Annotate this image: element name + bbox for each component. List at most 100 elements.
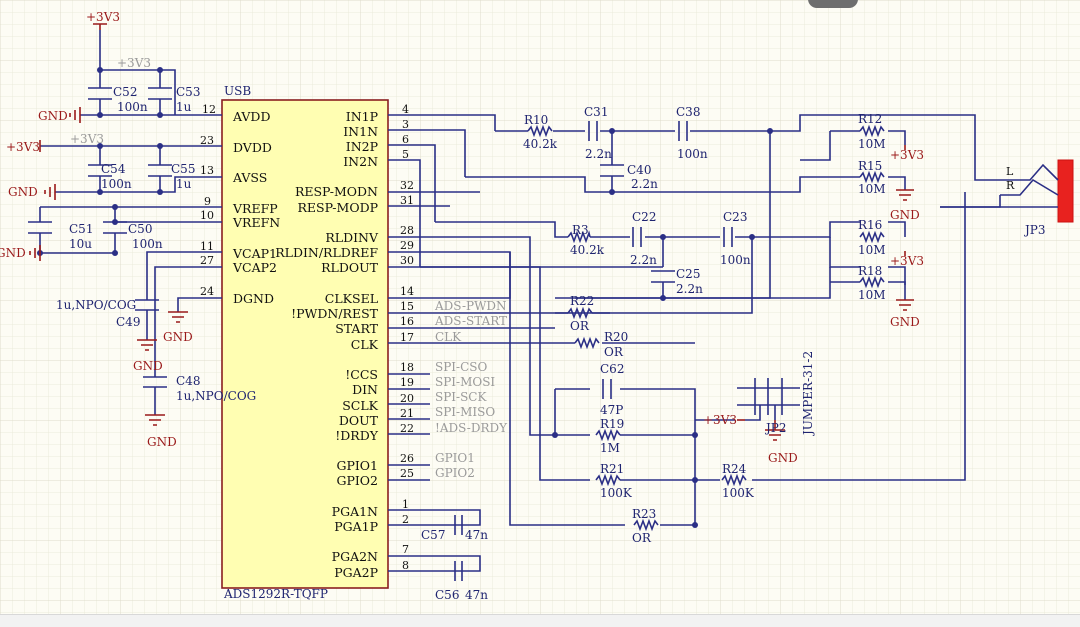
value-r20: OR [604, 345, 624, 359]
power-3v3-faded-1: +3V3 [117, 56, 151, 70]
value-c48: 1u,NPO/COG [176, 389, 256, 403]
cap-c56[interactable] [454, 561, 463, 581]
cap-c25[interactable] [651, 270, 675, 283]
right-component-labels: R10 40.2k C31 2.2n C38 100n C40 2.2n R12… [421, 105, 1046, 602]
label-r10: R10 [524, 113, 548, 127]
label-c51: C51 [69, 222, 93, 236]
chip-part-name: ADS1292R-TQFP [223, 587, 328, 601]
resistor-r18[interactable] [859, 275, 885, 289]
resistor-r15[interactable] [859, 170, 885, 184]
label-r16: R16 [858, 218, 882, 232]
value-r12: 10M [858, 137, 886, 151]
cap-c54[interactable] [88, 164, 112, 177]
v33-label-jp2: +3V3 [703, 413, 737, 427]
resistor-r22[interactable] [567, 306, 593, 320]
label-r22: R22 [570, 294, 594, 308]
pinnum-6: 6 [402, 133, 409, 146]
resistor-r23[interactable] [633, 518, 659, 532]
net-spi-sck: SPI-SCK [435, 390, 487, 404]
pin-vcap2: VCAP2 [232, 260, 277, 275]
resistor-r12[interactable] [859, 124, 885, 138]
label-r20: R20 [604, 330, 628, 344]
ads1292r-chip[interactable] [221, 99, 389, 589]
resistor-r3[interactable] [567, 230, 591, 244]
left-component-labels: C52 100n C53 1u C54 100n C55 1u C51 10u … [56, 85, 256, 403]
value-c25: 2.2n [676, 282, 703, 296]
pinnum-1: 1 [402, 498, 409, 511]
label-r21: R21 [600, 462, 624, 476]
net-ads-drdy: !ADS-DRDY [435, 421, 508, 435]
cap-c57[interactable] [454, 515, 463, 535]
cap-c52[interactable] [88, 87, 112, 100]
cap-c51[interactable] [28, 221, 52, 234]
power-3v3-faded-2: +3V3 [70, 132, 104, 146]
value-c57: 47n [465, 528, 488, 542]
pin-vrefn: VREFN [232, 215, 280, 230]
gnd-label-c48: GND [147, 435, 177, 449]
pinnum-30: 30 [400, 254, 414, 267]
cap-c62[interactable] [602, 379, 612, 399]
value-r16: 10M [858, 243, 886, 257]
value-c22: 2.2n [630, 253, 657, 267]
value-c56: 47n [465, 588, 488, 602]
label-c23: C23 [723, 210, 747, 224]
v33-label-r12: +3V3 [890, 148, 924, 162]
cap-c38[interactable] [678, 121, 688, 141]
pinnum-25: 25 [400, 467, 414, 480]
gnd-label-c49: GND [133, 359, 163, 373]
pinnum-8: 8 [402, 559, 409, 572]
value-r24: 100K [722, 486, 755, 500]
pinnum-18: 18 [400, 361, 414, 374]
label-r18: R18 [858, 264, 882, 278]
pin-clksel: CLKSEL [325, 291, 378, 306]
resistor-r10[interactable] [527, 124, 553, 138]
label-r12: R12 [858, 112, 882, 126]
resistor-r20[interactable] [574, 336, 600, 350]
power-3v3-dvdd: +3V3 [6, 140, 41, 154]
resistor-r16[interactable] [859, 230, 885, 244]
pinnum-15: 15 [400, 300, 414, 313]
power-3v3-label: +3V3 [86, 10, 120, 24]
pinnum-12: 12 [202, 103, 216, 116]
label-connector-l: L [1006, 165, 1014, 178]
label-c38: C38 [676, 105, 700, 119]
label-r15: R15 [858, 159, 882, 173]
pin-resp-modn: RESP-MODN [295, 184, 378, 199]
value-r19: 1M [600, 441, 620, 455]
value-c55: 1u [176, 177, 192, 191]
jumper-jp2[interactable] [737, 378, 800, 421]
value-c40: 2.2n [631, 177, 658, 191]
resistor-r19[interactable] [595, 428, 621, 442]
overlay-handle[interactable] [808, 0, 858, 8]
value-c31: 2.2n [585, 147, 612, 161]
pin-resp-modp: RESP-MODP [297, 200, 378, 215]
pin-avss: AVSS [232, 170, 267, 185]
cap-c31[interactable] [588, 121, 598, 141]
pinnum-3: 3 [402, 118, 409, 131]
cap-c49[interactable] [135, 299, 159, 311]
cap-c48[interactable] [143, 376, 167, 388]
gnd-label-1: GND [38, 109, 68, 123]
cap-c55[interactable] [148, 164, 172, 177]
gnd-symbol-c48: GND [145, 414, 177, 449]
pin-in1n: IN1N [343, 124, 378, 139]
label-r23: R23 [632, 507, 656, 521]
pin-rldin-rldref: RLDIN/RLDREF [275, 245, 378, 260]
cap-c22[interactable] [632, 227, 642, 247]
cap-c40[interactable] [600, 164, 624, 177]
gnd-symbol-3: GND [0, 245, 41, 261]
resistor-r24[interactable] [721, 473, 747, 487]
resistor-r21[interactable] [595, 473, 621, 487]
pinnum-20: 20 [400, 392, 414, 405]
cap-c50[interactable] [103, 221, 127, 234]
gnd-label-r18: GND [890, 315, 920, 329]
value-c62: 47P [600, 403, 623, 417]
connector-jp3[interactable] [940, 159, 1074, 223]
value-c38: 100n [677, 147, 708, 161]
chip-left-pins: AVDD DVDD AVSS VREFP VREFN VCAP1 VCAP2 D… [200, 103, 280, 306]
pinnum-32: 32 [400, 179, 414, 192]
cap-c53[interactable] [148, 87, 172, 100]
cap-c23[interactable] [723, 227, 733, 247]
label-c31: C31 [584, 105, 608, 119]
